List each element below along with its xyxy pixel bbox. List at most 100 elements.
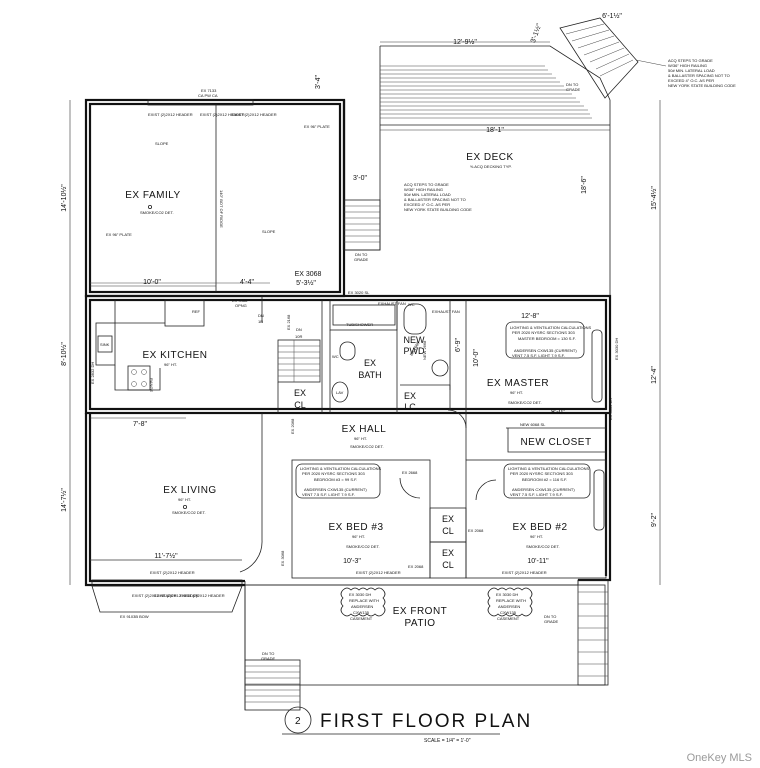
svg-text:LIGHTING & VENTILATION CALCULA: LIGHTING & VENTILATION CALCULATIONS bbox=[508, 466, 590, 471]
svg-text:ACQ STEPS TO GRADE: ACQ STEPS TO GRADE bbox=[668, 58, 713, 63]
svg-text:LIGHTING & VENTILATION CALCULA: LIGHTING & VENTILATION CALCULATIONS bbox=[300, 466, 382, 471]
svg-text:VENT 7.5 S.F. LIGHT 7.9 S.F.: VENT 7.5 S.F. LIGHT 7.9 S.F. bbox=[510, 492, 563, 497]
svg-text:ANDERSEN: ANDERSEN bbox=[351, 604, 373, 609]
bed3-label: EX BED #3 bbox=[328, 522, 383, 533]
dn-grade-top-2: GRADE bbox=[566, 87, 581, 92]
svg-text:CASEMENT: CASEMENT bbox=[350, 616, 373, 621]
bow-header-2: EXIST (2)2X12 HEADER bbox=[154, 593, 199, 598]
master-label: EX MASTER bbox=[487, 378, 549, 389]
bed2-note: SMOKE/CO2 DET. bbox=[526, 544, 560, 549]
deck: DN TO GRADE DN TO GRADE EX DECK ⅝ ACQ DE… bbox=[342, 17, 736, 296]
front-door-swing bbox=[239, 539, 263, 573]
svg-text:5'-3½": 5'-3½" bbox=[296, 279, 316, 287]
front-patio: DN TO GRADE DN TO GRADE EX FRONT PATIO E… bbox=[244, 570, 609, 711]
family-plate-note: EX 96" PLATE bbox=[106, 232, 132, 237]
stairs-10r: 10R bbox=[295, 334, 302, 339]
svg-text:50# MIN. LATERAL LOAD: 50# MIN. LATERAL LOAD bbox=[404, 192, 451, 197]
watermark: OneKey MLS bbox=[686, 752, 752, 764]
closet-3-label-a: EX bbox=[442, 548, 454, 558]
pwd-label-b: PWD bbox=[404, 346, 425, 356]
svg-text:ANDERSEN CXW135 (CURRENT): ANDERSEN CXW135 (CURRENT) bbox=[304, 487, 367, 492]
window-replace-note-right: EX 3030 DH REPLACE WITH ANDERSEN CXW135 … bbox=[487, 587, 533, 621]
kitchen-label: EX KITCHEN bbox=[142, 350, 207, 361]
svg-text:BEDROOM #2 = 116 S.F.: BEDROOM #2 = 116 S.F. bbox=[522, 477, 567, 482]
patio-label-b: PATIO bbox=[404, 618, 435, 629]
svg-text:PER 2020 NYSRC SECTIONS 303: PER 2020 NYSRC SECTIONS 303 bbox=[510, 471, 573, 476]
pwd-wc: WC bbox=[408, 302, 415, 307]
svg-text:ANDERSEN CXW135 (CURRENT): ANDERSEN CXW135 (CURRENT) bbox=[514, 348, 577, 353]
closet-2-label-a: EX bbox=[442, 514, 454, 524]
range-label: RANGE bbox=[149, 378, 154, 393]
bow-header-1: EXIST (2)2X12 HEADER bbox=[132, 593, 177, 598]
new-closet-door: NEW 6068 SL bbox=[520, 422, 546, 427]
svg-text:REPLACE WITH: REPLACE WITH bbox=[349, 598, 379, 603]
bed3-door-swing bbox=[399, 477, 421, 499]
svg-text:14'-10½": 14'-10½" bbox=[60, 184, 68, 212]
exhaust-fan-2: EXHAUST FAN bbox=[432, 309, 460, 314]
bath-label-b: BATH bbox=[358, 370, 381, 380]
closet-3-door: EX 2068 bbox=[408, 564, 424, 569]
closet-1-label-b: CL bbox=[294, 400, 306, 410]
plan-scale: SCALE = 1/4" = 1'-0" bbox=[424, 738, 471, 744]
svg-text:VENT 7.5 S.F. LIGHT 7.9 S.F.: VENT 7.5 S.F. LIGHT 7.9 S.F. bbox=[302, 492, 355, 497]
svg-text:EXCEED 4" O.C. AS PER: EXCEED 4" O.C. AS PER bbox=[404, 202, 450, 207]
svg-text:NEW YORK STATE BUILDING CODE: NEW YORK STATE BUILDING CODE bbox=[668, 83, 736, 88]
acq-note-mid: ACQ STEPS TO GRADE W/36" HIGH RAILING 50… bbox=[404, 182, 472, 212]
svg-text:18'-6": 18'-6" bbox=[581, 176, 588, 194]
bed3-header: EXIST (2)2X12 HEADER bbox=[356, 570, 401, 575]
svg-text:W/36" HIGH RAILING: W/36" HIGH RAILING bbox=[404, 187, 443, 192]
svg-text:18'-1": 18'-1" bbox=[486, 127, 504, 134]
kitchen-height: 96" HT. bbox=[164, 362, 177, 367]
svg-text:BEDROOM #3 = 99 S.F.: BEDROOM #3 = 99 S.F. bbox=[314, 477, 357, 482]
exhaust-fan-1: EXHAUST FAN bbox=[378, 301, 406, 306]
patio-label-a: EX FRONT bbox=[393, 606, 448, 617]
family-plate-note-2: EX 96" PLATE bbox=[304, 124, 330, 129]
pwd-label-a: NEW bbox=[404, 335, 426, 345]
kitchen-window-code: EX 2832 DH bbox=[90, 362, 95, 384]
plan-number-circle bbox=[284, 706, 312, 734]
dn-grade-side-2: GRADE bbox=[354, 257, 369, 262]
dn-grade-right-1: DN TO bbox=[544, 614, 556, 619]
range-icon bbox=[127, 365, 151, 391]
bedroom-3: LIGHTING & VENTILATION CALCULATIONS PER … bbox=[291, 459, 431, 579]
svg-text:8'-0": 8'-0" bbox=[551, 409, 565, 416]
closets-center: EX CL EX CL EX 2068 EX 2068 bbox=[408, 507, 484, 579]
tub-label: TUB/SHOWER bbox=[346, 322, 373, 327]
stairs-door-code: EX 2168 bbox=[286, 314, 291, 330]
plan-title: FIRST FLOOR PLAN bbox=[320, 711, 532, 732]
bath: TUB/SHOWER EXHAUST FAN WC LAV EX BATH bbox=[329, 299, 406, 413]
svg-text:11'-7½": 11'-7½" bbox=[154, 552, 178, 560]
svg-text:CASEMENT: CASEMENT bbox=[497, 616, 520, 621]
pwd-door: NEW 2668 bbox=[422, 340, 427, 360]
kitchen: REF SINK RANGE EX 2832 DH EX KITCHEN 96"… bbox=[90, 296, 263, 393]
svg-text:3'-1½": 3'-1½" bbox=[529, 22, 543, 44]
svg-text:& BALLASTER SPACING NOT TO: & BALLASTER SPACING NOT TO bbox=[404, 197, 466, 202]
closet-2-door: EX 2068 bbox=[468, 528, 484, 533]
svg-text:EX 3030 DH: EX 3030 DH bbox=[349, 592, 371, 597]
bedroom-2: LIGHTING & VENTILATION CALCULATIONS PER … bbox=[465, 459, 607, 579]
svg-text:12'-9½": 12'-9½" bbox=[453, 38, 477, 46]
closet-1-label-a: EX bbox=[294, 388, 306, 398]
family-smoke-note: SMOKE/CO2 DET. bbox=[140, 210, 174, 215]
new-closet-label: NEW CLOSET bbox=[520, 437, 591, 448]
bow-window: EX 9103B BOW bbox=[120, 614, 149, 619]
svg-text:NEW YORK STATE BUILDING CODE: NEW YORK STATE BUILDING CODE bbox=[404, 207, 472, 212]
svg-text:CXW135: CXW135 bbox=[500, 610, 517, 615]
svg-text:3'-0": 3'-0" bbox=[353, 175, 367, 182]
master-note: SMOKE/CO2 DET. bbox=[508, 400, 542, 405]
family-window-code: EX 7133 bbox=[201, 88, 217, 93]
powder-room: WC EXHAUST FAN NEW PWD NEW 2668 EX LC bbox=[400, 300, 460, 412]
dn-grade-left-2: GRADE bbox=[261, 656, 276, 661]
exterior-walls bbox=[84, 98, 612, 587]
svg-text:6'-9": 6'-9" bbox=[455, 338, 462, 352]
svg-text:MASTER BEDROOM = 130 S.F.: MASTER BEDROOM = 130 S.F. bbox=[518, 336, 576, 341]
svg-text:ACQ STEPS TO GRADE: ACQ STEPS TO GRADE bbox=[404, 182, 449, 187]
svg-text:ANDERSEN CXW135 (CURRENT): ANDERSEN CXW135 (CURRENT) bbox=[512, 487, 575, 492]
svg-text:10'-11": 10'-11" bbox=[527, 558, 549, 565]
window-replace-note-left: EX 3030 DH REPLACE WITH ANDERSEN CXW135 … bbox=[340, 587, 386, 621]
plan-number: 2 bbox=[295, 716, 301, 727]
kitchen-opening-code: EX 4468 bbox=[232, 298, 248, 303]
living-room: EX LIVING 96" HT. SMOKE/CO2 DET. EX 9103… bbox=[90, 413, 285, 619]
svg-text:9'-2": 9'-2" bbox=[651, 513, 658, 527]
dn-grade-side-1: DN TO bbox=[355, 252, 367, 257]
